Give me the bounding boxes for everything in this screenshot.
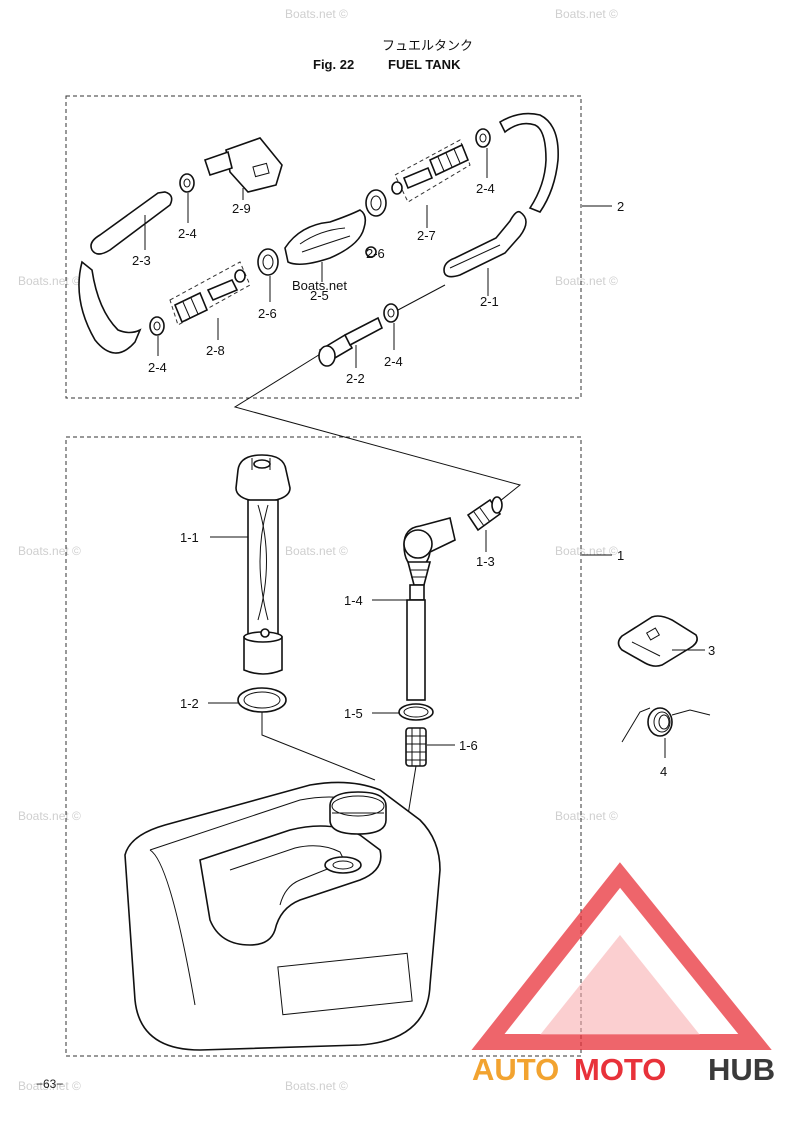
watermark: Boats.net © (555, 544, 618, 558)
joint-2-7 (391, 139, 471, 203)
filter-1-6 (405, 727, 427, 767)
nut-2-6-small (365, 246, 377, 258)
callout-2-4-lower-center: 2-4 (384, 354, 403, 369)
watermark: Boats.net © (18, 809, 81, 823)
clamp-2-4-top-right (475, 128, 491, 148)
hose-2-1-loop (498, 112, 559, 213)
callout-2-6-small: 2-6 (366, 246, 385, 261)
callout-2-6-lower: 2-6 (258, 306, 277, 321)
callout-2-4-top-right: 2-4 (476, 181, 495, 196)
label-4: 4 (660, 764, 667, 779)
watermark: Boats.net © (555, 7, 618, 21)
logo-moto: MOTO (574, 1052, 666, 1087)
callout-1-4: 1-4 (344, 593, 363, 608)
watermark: Boats.net © (18, 1079, 81, 1093)
callout-2-4-left-top: 2-4 (178, 226, 197, 241)
callout-2-8: 2-8 (206, 343, 225, 358)
oring-1-2 (237, 687, 287, 713)
callout-2-5: 2-5 (310, 288, 329, 303)
label-2: 2 (617, 199, 624, 214)
fig-number: Fig. 22 (313, 57, 354, 72)
watermark: Boats.net © (555, 809, 618, 823)
ring-2-6-lower (257, 248, 279, 276)
spring-4 (621, 707, 711, 743)
clamp-2-4-lower-center (383, 303, 399, 323)
fitting-1-3 (466, 496, 503, 532)
watermark: Boats.net © (285, 1079, 348, 1093)
page-number: −63− (36, 1077, 63, 1091)
connector-2-9 (203, 137, 283, 193)
ring-2-6-upper (365, 189, 387, 217)
joint-2-8 (169, 261, 251, 326)
fuel-tank-body (124, 781, 441, 1051)
label-3: 3 (708, 643, 715, 658)
hose-assembly-box (65, 95, 582, 399)
logo-auto: AUTO (472, 1052, 559, 1087)
title-japanese: フュエルタンク (382, 39, 473, 54)
primer-bulb-2-5 (284, 209, 367, 266)
watermark-center: Boats.net (292, 278, 347, 293)
oring-1-5 (398, 703, 434, 721)
automotohub-logo: AUTO MOTO HUB (471, 862, 775, 1087)
callout-1-1: 1-1 (180, 530, 199, 545)
callout-2-2: 2-2 (346, 371, 365, 386)
callout-2-3: 2-3 (132, 253, 151, 268)
hose-2-1 (443, 210, 527, 278)
callout-2-9: 2-9 (232, 201, 251, 216)
clamp-2-4-left-top (179, 173, 195, 193)
watermark: Boats.net © (555, 274, 618, 288)
callout-2-4-lower-left: 2-4 (148, 360, 167, 375)
callout-2-7: 2-7 (417, 228, 436, 243)
callout-1-6: 1-6 (459, 738, 478, 753)
pickup-1-4 (403, 517, 456, 701)
label-1: 1 (617, 548, 624, 563)
fuel-gauge-1-1 (235, 454, 291, 675)
clamp-2-4-lower-left (149, 316, 165, 336)
watermark: Boats.net © (285, 7, 348, 21)
watermark: Boats.net © (18, 274, 81, 288)
logo-hub: HUB (708, 1052, 775, 1087)
fig-title: FUEL TANK (388, 57, 461, 72)
watermark: Boats.net © (18, 544, 81, 558)
connector-2-2 (318, 316, 384, 367)
callout-1-3: 1-3 (476, 554, 495, 569)
hose-2-3 (78, 191, 173, 354)
callout-2-1: 2-1 (480, 294, 499, 309)
clip-3 (617, 615, 698, 667)
watermark: Boats.net © (285, 544, 348, 558)
callout-1-2: 1-2 (180, 696, 199, 711)
connection-line (233, 347, 522, 506)
callout-1-5: 1-5 (344, 706, 363, 721)
